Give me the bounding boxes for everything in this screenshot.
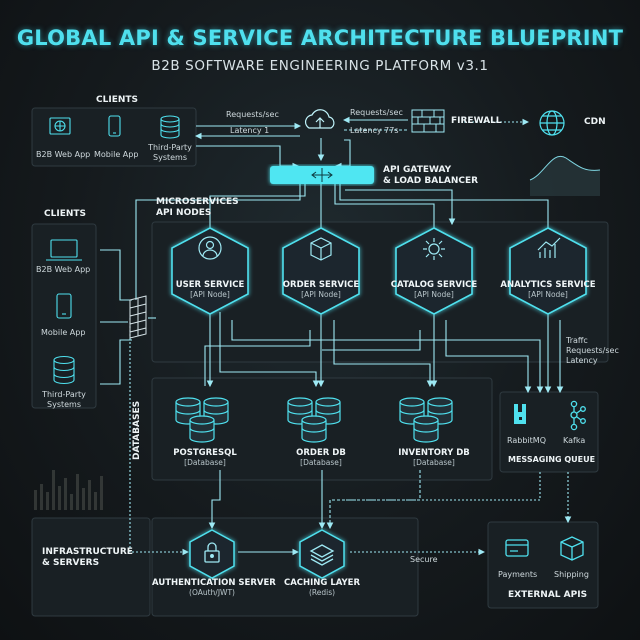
third-party-systems-icon: [53, 355, 75, 385]
left-client-third-party: Third-Party Systems: [42, 390, 86, 409]
layers-icon: [309, 544, 335, 566]
left-clients-panel: [31, 223, 97, 409]
user-service-node: USER SERVICE [API Node]: [175, 280, 245, 299]
top-client-mobile-app: Mobile App: [94, 150, 139, 159]
catalog-service-hex: [395, 227, 473, 315]
requests-label-left: Requests/sec: [226, 110, 279, 119]
gateway-wires: [100, 184, 552, 385]
user-icon: [198, 236, 222, 260]
cloud-icon: [304, 109, 335, 129]
microservices-heading: MICROSERVICES API NODES: [156, 197, 239, 218]
left-client-mobile-app: Mobile App: [41, 328, 86, 337]
shipping-icon: [560, 536, 584, 561]
firewall-stack-icon: [129, 295, 147, 339]
caching-layer: CACHING LAYER (Redis): [283, 578, 361, 597]
rabbitmq-icon: [514, 404, 526, 424]
order-service-hex: [282, 227, 360, 315]
analytics-service-node: ANALYTICS SERVICE [API Node]: [500, 280, 596, 299]
top-client-web-app: B2B Web App: [36, 150, 91, 159]
infrastructure-heading: INFRASTRUCTURE & SERVERS: [42, 547, 133, 568]
auth-server-hex: [189, 529, 235, 579]
cdn-globe-icon: [539, 110, 565, 136]
traffic-labels: Traffc Requests/sec Latency: [566, 336, 619, 365]
database-cylinders: [175, 397, 453, 443]
analytics-icon: [537, 237, 561, 258]
decorative-bar-chart: [34, 470, 103, 510]
firewall-icon: [411, 109, 445, 133]
shipping-label: Shipping: [554, 570, 589, 579]
requests-label-right: Requests/sec: [350, 108, 403, 117]
rabbitmq-label: RabbitMQ: [507, 436, 546, 445]
kafka-label: Kafka: [563, 436, 586, 445]
inventory-db: INVENTORY DB [Database]: [398, 448, 470, 467]
latency-sparkline: [529, 155, 601, 196]
order-db: ORDER DB [Database]: [296, 448, 346, 467]
microservices-panel: [151, 221, 609, 363]
messaging-queue-label: MESSAGING QUEUE: [508, 455, 596, 464]
user-service-hex: [171, 227, 249, 315]
cdn-label: CDN: [584, 117, 606, 127]
box-icon: [310, 237, 332, 261]
secure-label: Secure: [410, 555, 438, 564]
external-apis-label: EXTERNAL APIS: [508, 590, 588, 600]
databases-heading: DATABASES: [132, 400, 142, 460]
third-party-db-icon: [160, 115, 180, 139]
latency-label-left: Latency 1: [230, 126, 270, 135]
left-client-web-app: B2B Web App: [36, 265, 91, 274]
mobile-app-phone-icon: [56, 293, 72, 319]
top-client-third-party: Third-Party Systems: [148, 143, 192, 162]
api-gateway-label: API GATEWAY & LOAD BALANCER: [383, 165, 479, 186]
order-service-node: ORDER SERVICE [API Node]: [282, 280, 360, 299]
analytics-service-hex: [509, 227, 587, 315]
lock-icon: [204, 542, 220, 563]
cache-layer-hex: [299, 529, 345, 579]
left-clients-heading: CLIENTS: [44, 209, 86, 219]
payments-icon: [505, 539, 529, 557]
authentication-server: AUTHENTICATION SERVER (OAuth/JWT): [152, 578, 276, 597]
catalog-service-node: CATALOG SERVICE [API Node]: [390, 280, 478, 299]
web-app-laptop-icon: [46, 239, 82, 261]
payments-label: Payments: [498, 570, 538, 579]
infra-wires: [129, 318, 572, 556]
kafka-icon: [570, 400, 586, 431]
latency-label-right: Latency 77s: [350, 126, 399, 135]
page-subtitle: B2B SOFTWARE ENGINEERING PLATFORM v3.1: [151, 58, 489, 74]
page-title: GLOBAL API & SERVICE ARCHITECTURE BLUEPR…: [16, 26, 624, 50]
firewall-label: FIREWALL: [451, 116, 502, 126]
service-db-wires: [204, 312, 564, 394]
top-clients-heading: CLIENTS: [96, 95, 138, 105]
infrastructure-panel: [31, 517, 151, 617]
gear-icon: [423, 238, 445, 260]
web-app-icon: [49, 117, 71, 135]
external-apis-panel: [487, 521, 599, 609]
mobile-app-icon: [108, 115, 121, 137]
postgresql-db: POSTGRESQL [Database]: [173, 448, 237, 467]
